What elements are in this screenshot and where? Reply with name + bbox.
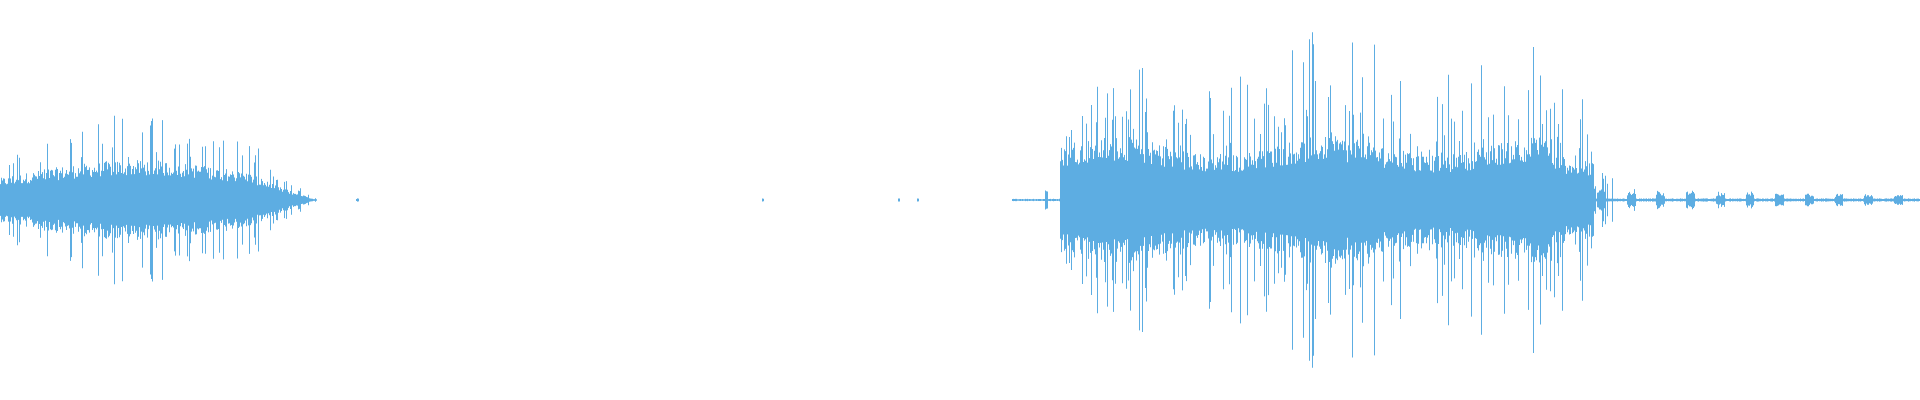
waveform-path: [0, 32, 1920, 368]
waveform-bars: [0, 32, 1920, 368]
